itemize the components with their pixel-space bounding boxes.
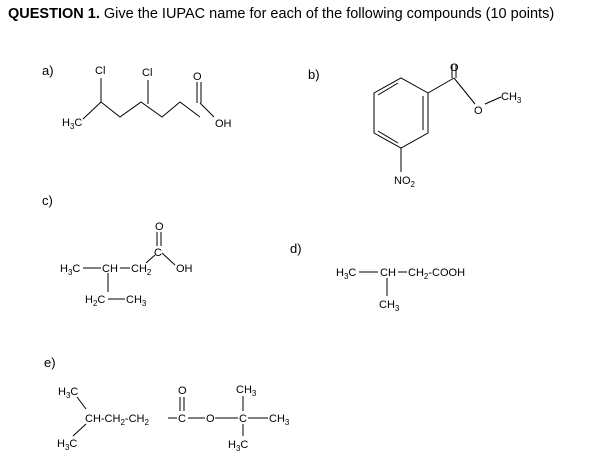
atom-d-ch3: CH3 (379, 299, 400, 313)
ring-double-bond-3 (377, 82, 399, 96)
atom-b-o-carbonyl: O (450, 62, 459, 74)
atom-a-cl1: Cl (95, 65, 105, 77)
atom-c-h3c: H3C (60, 263, 80, 277)
atom-c-o: O (155, 221, 164, 233)
atom-a-h3c: H3C (62, 117, 82, 131)
structure-d: H3C CH CH2-COOH CH3 (336, 267, 465, 313)
bond-e-top-branch (76, 396, 87, 410)
structure-a: Cl Cl O OH H3C (62, 65, 232, 131)
atom-a-oh: OH (215, 118, 232, 130)
benzene-ring (373, 77, 429, 149)
part-c-label: c) (42, 193, 53, 208)
bond-e-bottom-branch (72, 423, 87, 437)
atom-e-carbonyl-c: C (178, 413, 186, 425)
question-title: QUESTION 1. Give the IUPAC name for each… (8, 6, 554, 22)
atom-e-quat-c: C (239, 413, 247, 425)
atom-b-no2: NO2 (394, 175, 416, 189)
atom-c-h2c: H2C (85, 294, 105, 308)
ring-double-bond-2 (377, 130, 399, 144)
atom-c-ch3: CH3 (126, 294, 147, 308)
atom-c-ch2: CH2 (131, 263, 152, 277)
atom-a-cl2: Cl (142, 67, 152, 79)
structure-e: H3C CH-CH2-CH2 H3C C O O C CH3 CH3 H3C (57, 384, 290, 453)
part-d-label: d) (290, 241, 302, 256)
bond-c-ch2-c (145, 254, 156, 264)
atom-c-oh: OH (176, 263, 193, 275)
atom-d-h3c: H3C (336, 267, 356, 281)
atom-e-h3c-bottom: H3C (228, 439, 248, 453)
atom-e-ch3-right: CH3 (269, 413, 290, 427)
question-text: Give the IUPAC name for each of the foll… (103, 6, 555, 22)
atom-c-carbonyl-c: C (154, 247, 162, 259)
atom-e-ch3-top: CH3 (236, 384, 257, 398)
bond-c-oh (161, 252, 176, 266)
bond-a-oh (199, 102, 215, 118)
atom-e-o-ester: O (206, 413, 215, 425)
part-b-label: b) (308, 67, 320, 82)
question-number: QUESTION 1. (8, 6, 100, 22)
structure-c: H3C CH CH2 C O OH H2C CH3 (60, 221, 193, 308)
atom-c-ch: CH (102, 263, 118, 275)
part-e-label: e) (44, 355, 56, 370)
atom-a-o: O (193, 71, 202, 83)
structure-a-skeleton (82, 101, 201, 120)
atom-e-o-carbonyl: O (178, 385, 187, 397)
atom-d-ch: CH (380, 267, 396, 279)
bond-b-ring-carbonyl (427, 77, 455, 94)
atom-d-ch2cooh: CH2-COOH (408, 267, 465, 281)
structure-b: O O CH3 NO2 (373, 62, 522, 189)
atom-b-o-ester: O (474, 105, 483, 117)
atom-e-h3c-bottom-left: H3C (57, 438, 77, 452)
atom-b-ch3: CH3 (501, 91, 522, 105)
bond-b-o-ch3 (484, 96, 502, 105)
atom-e-chain: CH-CH2-CH2 (85, 413, 149, 427)
part-a-label: a) (42, 63, 54, 78)
bond-b-c-o (453, 77, 476, 105)
atom-e-h3c-top: H3C (58, 386, 78, 400)
